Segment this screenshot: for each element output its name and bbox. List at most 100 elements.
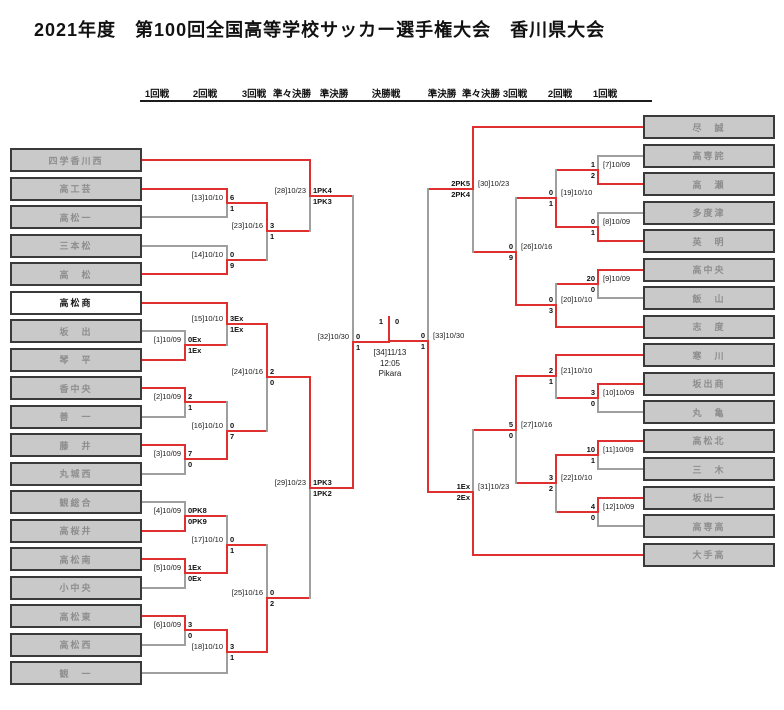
bracket-line — [555, 453, 557, 485]
match-score-bottom: 2 — [270, 599, 275, 609]
bracket-line — [142, 244, 228, 247]
bracket-line — [352, 340, 354, 489]
team-box: 多度津 — [643, 200, 775, 225]
bracket-line — [472, 188, 474, 253]
round-header: 準々決勝 — [461, 89, 500, 100]
match-score-bottom: 1 — [548, 199, 553, 209]
match-label: [20]10/10 — [561, 295, 593, 305]
tournament-title: 2021年度 第100回全国高等学校サッカー選手権大会 香川県大会 — [34, 20, 606, 40]
bracket-line — [309, 194, 311, 233]
bracket-line — [142, 643, 186, 646]
match-score-top: 3 — [548, 473, 553, 483]
bracket-line — [266, 201, 268, 233]
team-box: 琴 平 — [10, 347, 142, 372]
team-box: 高松北 — [643, 428, 775, 453]
bracket-line — [185, 629, 228, 632]
bracket-line — [184, 330, 186, 347]
bracket-line — [555, 375, 557, 399]
match-score-bottom: 0 — [188, 460, 193, 470]
bracket-line — [184, 558, 186, 575]
bracket-line — [227, 543, 268, 546]
bracket-line — [515, 428, 517, 485]
bracket-line — [226, 201, 228, 218]
match-score-bottom: 7 — [230, 431, 235, 441]
match-score-bottom: 1PK2 — [313, 488, 332, 498]
bracket-line — [597, 382, 643, 385]
bracket-line — [142, 672, 228, 674]
match-score-top: 3 — [230, 641, 235, 651]
match-score-bottom: 1PK3 — [313, 196, 332, 206]
match-label: [28]10/23 — [274, 185, 306, 195]
match-score-top: 2 — [548, 366, 553, 376]
bracket-line — [597, 154, 599, 171]
bracket-line — [184, 501, 186, 518]
bracket-line — [597, 240, 643, 242]
team-box: 丸城西 — [10, 461, 142, 486]
bracket-line — [555, 282, 598, 285]
bracket-line — [266, 543, 268, 600]
match-label: [29]10/23 — [274, 477, 306, 487]
bracket-line — [597, 496, 643, 499]
bracket-line — [142, 216, 228, 218]
match-score-top: 2PK5 — [451, 179, 470, 189]
match-score-bottom: 1 — [230, 652, 235, 662]
bracket-line — [597, 225, 599, 242]
match-score-top: 10 — [586, 444, 595, 454]
bracket-line — [142, 615, 186, 617]
match-score-bottom: 0 — [508, 430, 513, 440]
match-score-top: 2 — [270, 367, 275, 377]
match-score-bottom: 1Ex — [188, 346, 202, 356]
bracket-line — [226, 244, 228, 261]
bracket-line — [142, 358, 186, 361]
bracket-line — [310, 194, 354, 197]
bracket-line — [555, 168, 598, 171]
bracket-line — [185, 458, 228, 461]
team-box: 丸 亀 — [643, 400, 775, 424]
match-score-top: 3 — [590, 387, 595, 397]
match-score-top: 3 — [188, 620, 193, 630]
match-score-bottom: 0PK9 — [188, 517, 207, 527]
team-box: 志 度 — [643, 314, 775, 339]
team-box: 坂出商 — [643, 371, 775, 396]
bracket-line — [142, 330, 186, 332]
round-header: 準決勝 — [427, 89, 457, 100]
bracket-line — [226, 515, 228, 546]
bracket-line — [472, 250, 516, 253]
match-score-bottom: 9 — [508, 252, 513, 262]
team-box: 坂出一 — [643, 485, 775, 510]
match-label: [31]10/23 — [478, 482, 510, 492]
bracket-line — [515, 250, 517, 307]
match-score-bottom: 1 — [590, 455, 595, 465]
bracket-line — [267, 597, 311, 600]
match-label: [8]10/09 — [603, 216, 631, 226]
bracket-line — [226, 187, 228, 204]
header-underline — [140, 100, 652, 102]
bracket-line — [597, 411, 643, 413]
bracket-line — [266, 230, 268, 261]
team-box: 善 一 — [10, 404, 142, 429]
round-header: 1回戦 — [592, 89, 618, 100]
bracket-line — [555, 396, 598, 399]
match-label: [9]10/09 — [603, 273, 631, 283]
match-score-bottom: 2Ex — [456, 493, 470, 503]
bracket-line — [226, 629, 228, 653]
bracket-line — [515, 304, 556, 307]
bracket-line — [309, 376, 311, 489]
match-score-bottom: 1 — [270, 232, 275, 242]
bracket-line — [597, 525, 643, 527]
bracket-line — [227, 201, 268, 204]
bracket-line — [555, 354, 557, 378]
bracket-line — [515, 375, 517, 431]
round-header: 準決勝 — [319, 89, 349, 100]
bracket-line — [226, 301, 228, 325]
match-score-bottom: 0 — [590, 398, 595, 408]
match-score-bottom: 0 — [590, 512, 595, 522]
bracket-line — [515, 197, 556, 200]
team-box: 高桜井 — [10, 518, 142, 543]
match-label: [26]10/16 — [521, 241, 553, 251]
match-label: [19]10/10 — [561, 188, 593, 198]
bracket-line — [184, 344, 186, 361]
bracket-line — [142, 501, 186, 503]
team-box: 三本松 — [10, 233, 142, 258]
